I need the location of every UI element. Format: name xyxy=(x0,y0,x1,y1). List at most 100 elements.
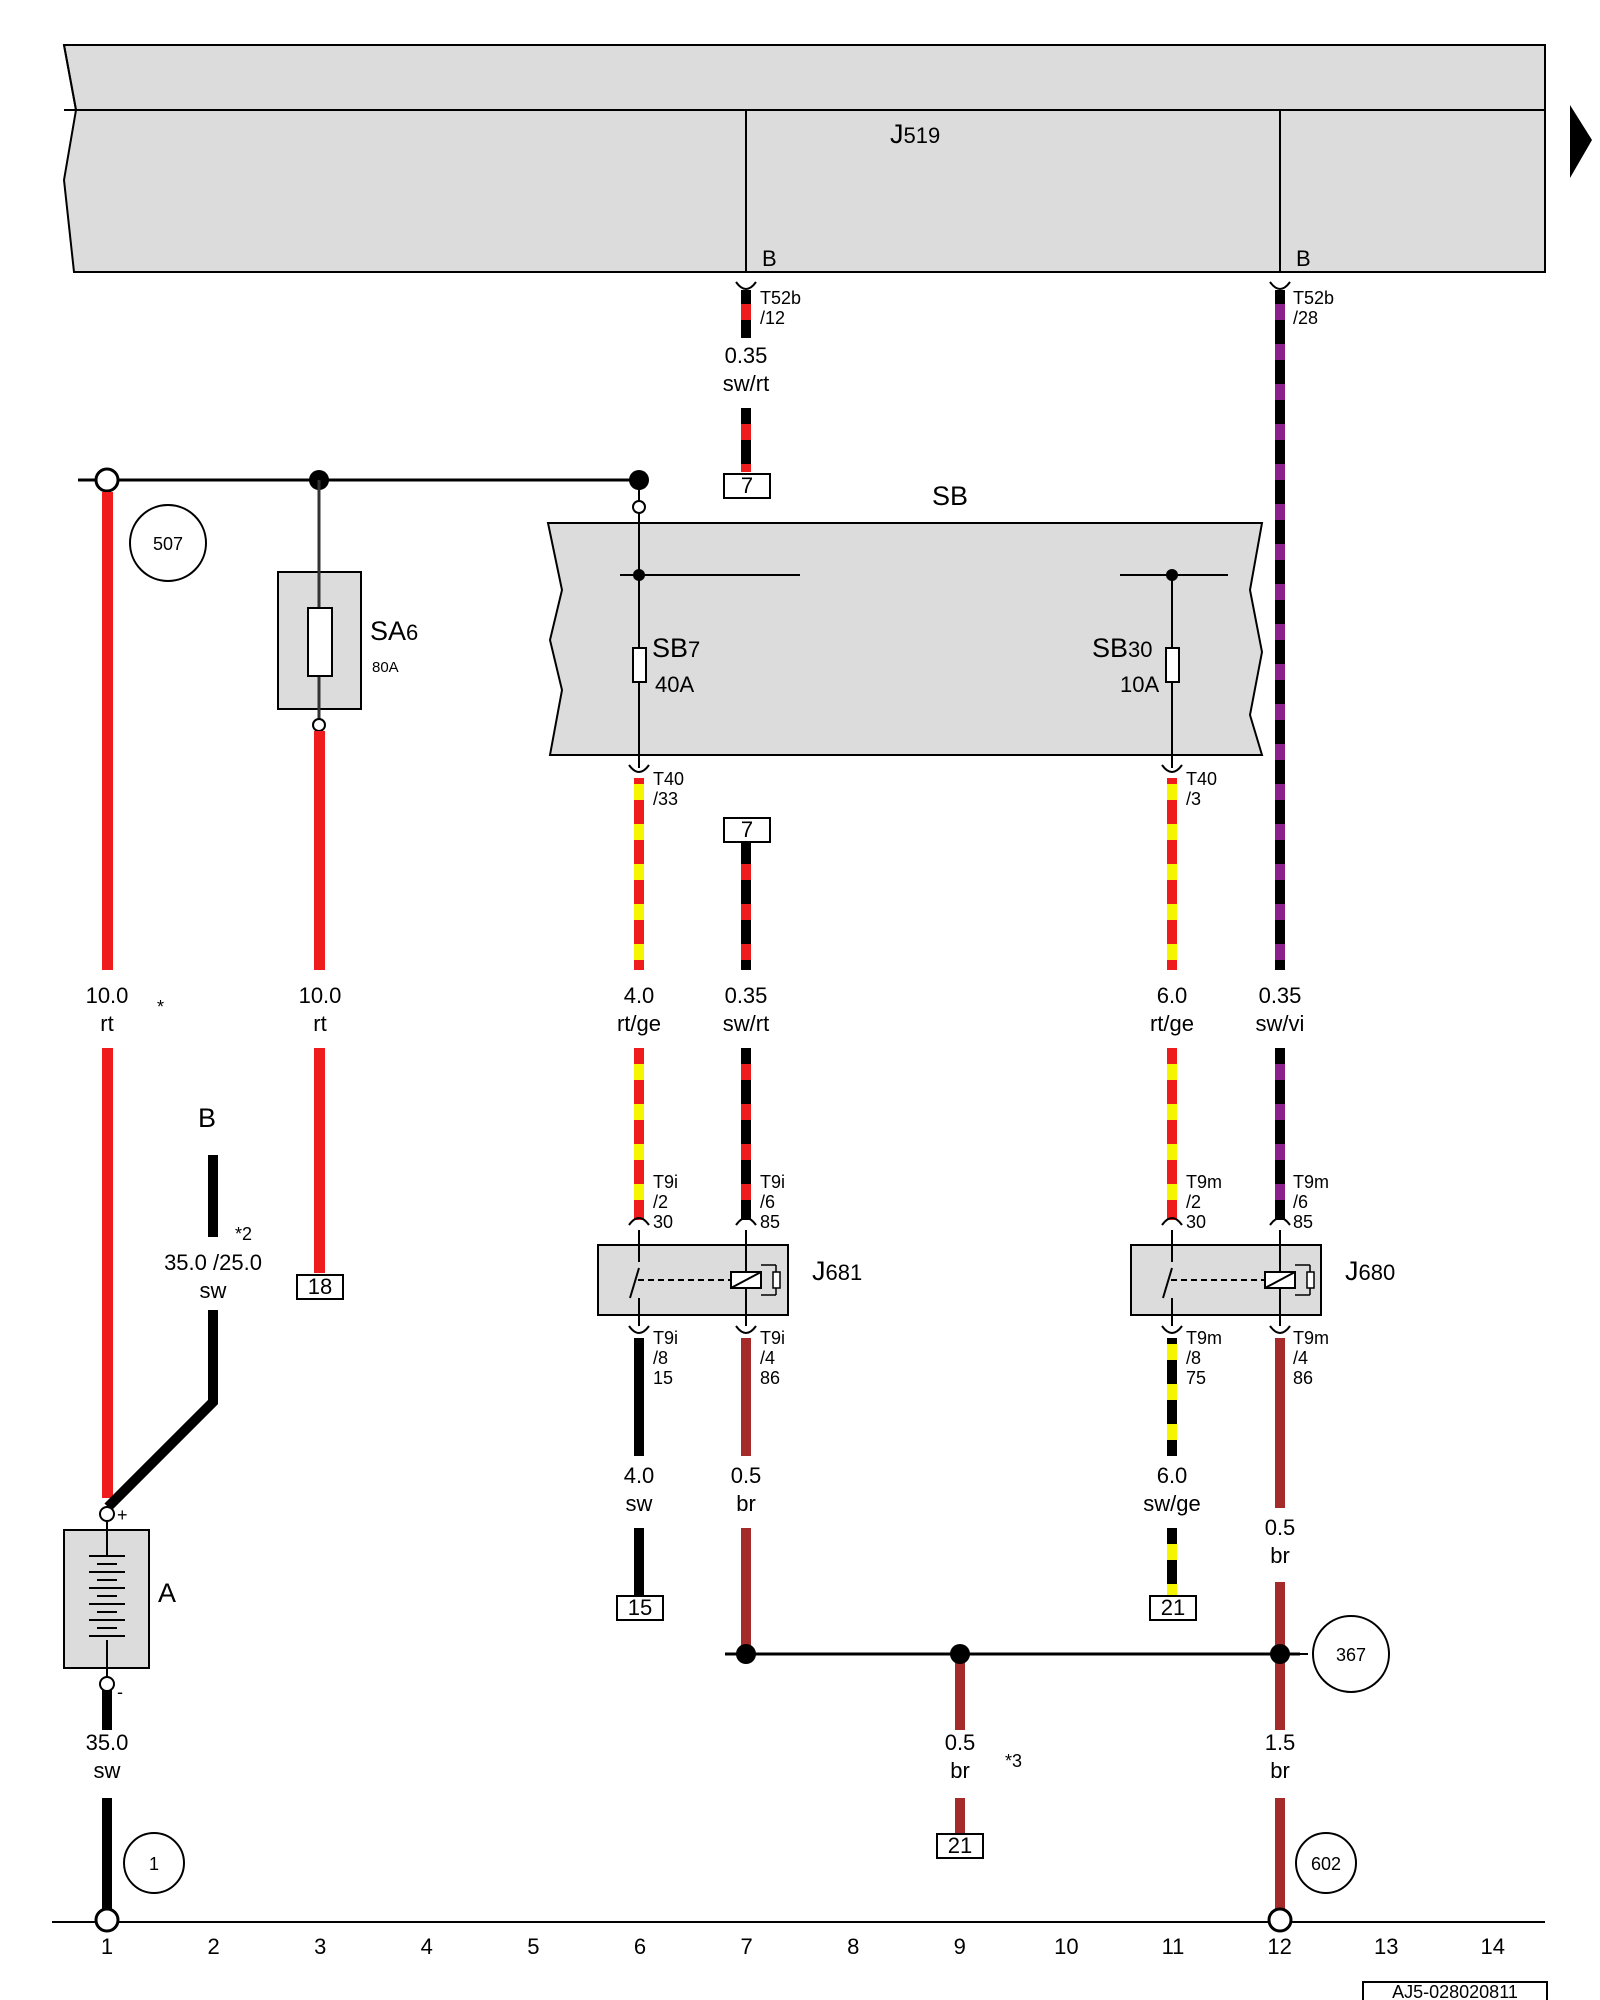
fuse-sa6-icon xyxy=(307,607,333,677)
ref-circle-602: 602 xyxy=(1311,1854,1341,1874)
wire-segment xyxy=(314,1048,325,1273)
ground-terminal xyxy=(94,1907,120,1933)
wires xyxy=(102,290,1285,1910)
wire-segment xyxy=(634,778,644,970)
doc-id-box: AJ5-028020811 xyxy=(1362,1981,1548,2000)
footnote-star2: *2 xyxy=(235,1224,252,1244)
wire-segment xyxy=(634,1048,644,1220)
connector-t52b-12: T52b/12 xyxy=(760,288,801,328)
reference-circles: 507 367 1 602 xyxy=(123,504,1390,1894)
wire-segment xyxy=(741,1528,751,1654)
wire-segment xyxy=(208,1155,218,1237)
wire-segment xyxy=(1167,1048,1177,1220)
connector-symbols xyxy=(628,281,1291,1334)
j519-pin-label-b1: B xyxy=(762,246,777,271)
wire-segment xyxy=(102,492,113,970)
wire-segment xyxy=(741,842,751,970)
wire-segment xyxy=(1275,1582,1285,1654)
grid-number: 4 xyxy=(421,1934,433,1959)
wire-segment xyxy=(104,1310,218,1511)
sb7-rating: 40A xyxy=(655,672,694,697)
fuse-holder-sb: SB SB7 40A SB30 10A xyxy=(546,481,1264,768)
wire-segment xyxy=(955,1798,965,1836)
wire-segment xyxy=(634,1528,644,1600)
wire-segment xyxy=(1167,778,1177,970)
sb7-label: SB7 xyxy=(652,633,700,663)
wire-segment xyxy=(1275,1048,1285,1220)
control-unit-j519: J519 B B xyxy=(62,44,1546,273)
ground-terminal xyxy=(1267,1907,1293,1933)
j519-pin-label-b2: B xyxy=(1296,246,1311,271)
wire-segment xyxy=(741,290,751,338)
grid-number: 8 xyxy=(847,1934,859,1959)
wire-segment xyxy=(741,1048,751,1220)
relay-j681: J681 xyxy=(597,1230,862,1326)
ref-circle-1: 1 xyxy=(149,1854,159,1874)
ref-box-21-a: 21 xyxy=(1161,1595,1185,1620)
grid-number: 12 xyxy=(1267,1934,1291,1959)
j681-label: J681 xyxy=(812,1256,862,1286)
ref-circle-507: 507 xyxy=(153,534,183,554)
b-terminal-label: B xyxy=(198,1103,216,1133)
ref-box-7-top: 7 xyxy=(741,473,753,498)
wire-segment xyxy=(634,1338,644,1456)
battery-plus: + xyxy=(117,1505,128,1525)
battery-label: A xyxy=(158,1578,176,1608)
grid-number: 5 xyxy=(527,1934,539,1959)
grid-number: 2 xyxy=(207,1934,219,1959)
wire-segment xyxy=(314,731,325,970)
wire-segment xyxy=(1275,1338,1285,1508)
sa6-rating: 80A xyxy=(372,659,399,676)
wire-segment xyxy=(741,1338,751,1456)
connector-t40-3: T40/3 xyxy=(1186,769,1217,809)
battery-icon xyxy=(89,1555,125,1637)
grid-number: 7 xyxy=(740,1934,752,1959)
continuation-arrow-icon xyxy=(1570,105,1592,178)
ref-box-18: 18 xyxy=(308,1274,332,1299)
ref-box-15: 15 xyxy=(628,1595,652,1620)
j519-label: J519 xyxy=(890,119,940,149)
grid-number: 3 xyxy=(314,1934,326,1959)
ref-circle-367: 367 xyxy=(1336,1645,1366,1665)
relay-j680: J680 xyxy=(1130,1230,1395,1326)
reference-boxes: 7 7 18 15 21 21 xyxy=(296,473,1197,1859)
sa6-label: SA6 xyxy=(370,616,418,646)
ground-bus xyxy=(52,1644,1545,1933)
wire-segment xyxy=(1275,290,1285,970)
sb30-rating: 10A xyxy=(1120,672,1159,697)
grid-number: 9 xyxy=(954,1934,966,1959)
footnote-star: * xyxy=(157,997,164,1017)
sb-label: SB xyxy=(932,481,968,511)
fuse-sb30-icon xyxy=(1165,647,1180,683)
wire-segment xyxy=(102,1798,112,1910)
wire-segment xyxy=(102,1048,113,1498)
grid-number: 13 xyxy=(1374,1934,1398,1959)
grid-number: 10 xyxy=(1054,1934,1078,1959)
fuse-sb7-icon xyxy=(632,647,647,683)
doc-id: AJ5-028020811 xyxy=(1392,1982,1518,2000)
sb30-label: SB30 xyxy=(1092,633,1153,663)
grid-number: 14 xyxy=(1481,1934,1505,1959)
wire-segment xyxy=(955,1662,965,1730)
